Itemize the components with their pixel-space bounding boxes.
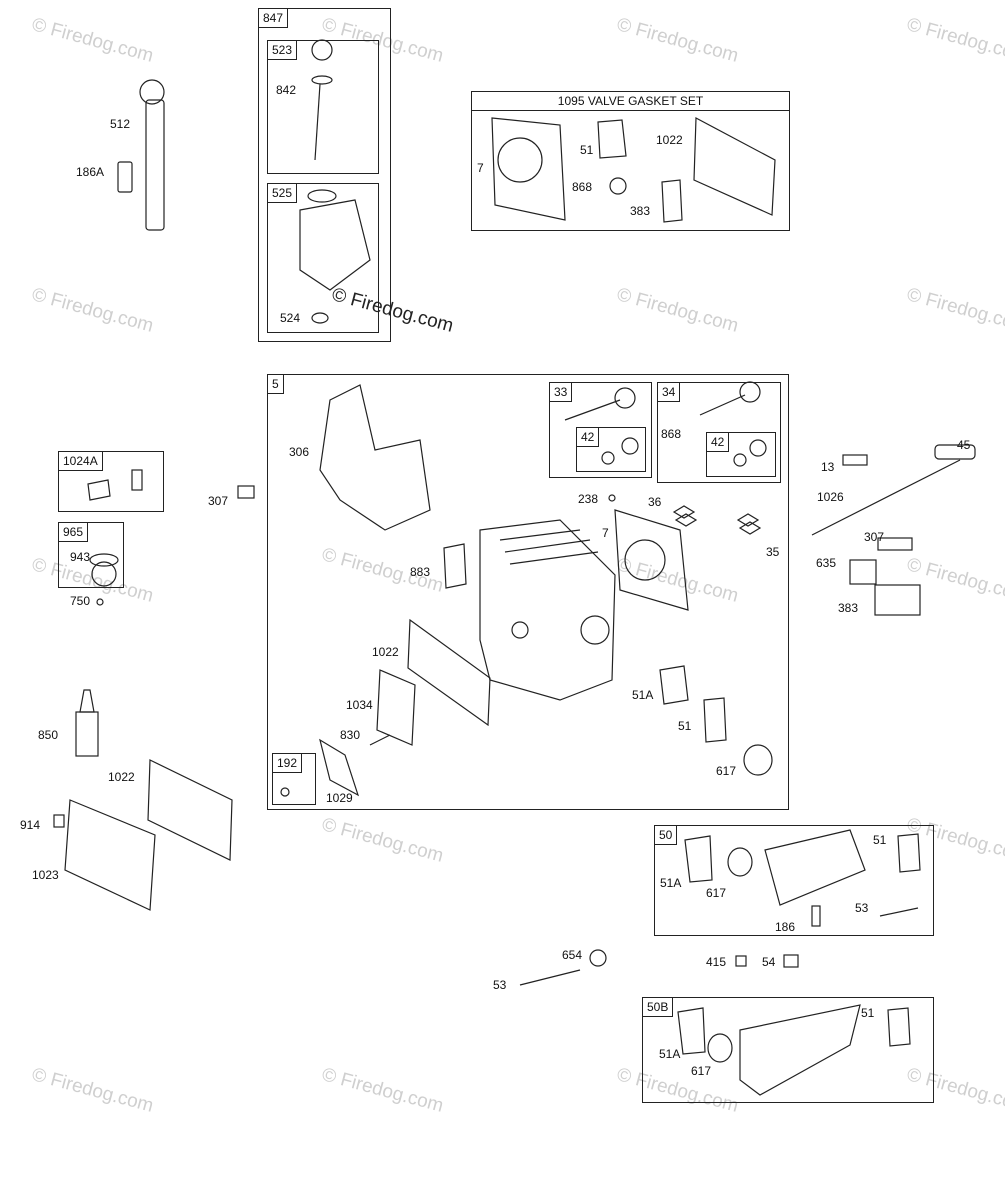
intake-manifold-50B-part — [739, 1004, 861, 1096]
part-label: 51A — [659, 1047, 681, 1061]
part-label: 1022 — [108, 770, 135, 784]
part-label: 53 — [493, 978, 507, 992]
valve-cover-part — [64, 799, 156, 911]
part-label: 617 — [716, 764, 737, 778]
part-label: 1022 — [656, 133, 683, 147]
box-42-b-tag: 42 — [707, 433, 730, 452]
part-label: 54 — [762, 955, 776, 969]
sealant-tube-part — [75, 711, 99, 757]
box-847-tag: 847 — [259, 9, 289, 28]
part-label: 883 — [410, 565, 431, 579]
part-label: 307 — [864, 530, 885, 544]
part-label: 306 — [289, 445, 310, 459]
box-33: 33 — [549, 382, 652, 478]
part-label: 53 — [855, 901, 869, 915]
part-label: 512 — [110, 117, 131, 131]
intake-manifold-part — [764, 829, 866, 906]
part-label: 415 — [706, 955, 727, 969]
part-label: 1029 — [326, 791, 353, 805]
part-label: 750 — [70, 594, 91, 608]
part-label: 1022 — [372, 645, 399, 659]
fitting-186A-part — [117, 161, 133, 193]
part-label: 13 — [821, 460, 835, 474]
part-label: 51A — [660, 876, 682, 890]
part-label: 7 — [477, 161, 484, 175]
part-label: 238 — [578, 492, 599, 506]
air-guide-part — [319, 384, 431, 531]
part-label: 850 — [38, 728, 59, 742]
box-42-a-tag: 42 — [577, 428, 600, 447]
part-label: 1023 — [32, 868, 59, 882]
push-rod-part — [811, 459, 961, 536]
box-847: 847 — [258, 8, 391, 342]
part-label: 654 — [562, 948, 583, 962]
part-label: 1034 — [346, 698, 373, 712]
part-label: 383 — [630, 204, 651, 218]
box-192-tag: 192 — [273, 754, 303, 773]
valve-gasket-set-title: 1095 VALVE GASKET SET — [472, 92, 789, 111]
dipstick-tube-cap-part — [139, 79, 165, 105]
part-label: 1026 — [817, 490, 844, 504]
box-525-tag: 525 — [268, 184, 298, 203]
part-label: 868 — [661, 427, 682, 441]
part-label: 36 — [648, 495, 662, 509]
box-965-tag: 965 — [59, 523, 89, 542]
part-label: 868 — [572, 180, 593, 194]
dipstick-tube-part — [145, 99, 165, 231]
part-label: 635 — [816, 556, 837, 570]
box-1024A: 1024A — [58, 451, 164, 512]
gasket-383-part — [661, 179, 683, 223]
box-50B: 50B — [642, 997, 934, 1103]
box-42-a: 42 — [576, 427, 646, 472]
part-label: 35 — [766, 545, 780, 559]
part-label: 943 — [70, 550, 91, 564]
seal-868-part — [609, 177, 627, 195]
box-50: 50 — [654, 825, 934, 936]
gasket-51-part — [597, 119, 627, 159]
dipstick-rod-part — [314, 83, 321, 161]
box-33-tag: 33 — [550, 383, 573, 402]
cylinder-head-part — [479, 519, 616, 701]
part-label: 51 — [873, 833, 887, 847]
part-label: 51 — [678, 719, 692, 733]
box-965: 965 — [58, 522, 124, 588]
box-5-tag: 5 — [268, 375, 284, 394]
box-1095-valve-gasket-set: 1095 VALVE GASKET SET — [471, 91, 790, 231]
box-50B-tag: 50B — [643, 998, 674, 1017]
part-label: 186A — [76, 165, 105, 179]
part-label: 524 — [280, 311, 301, 325]
part-label: 617 — [706, 886, 727, 900]
part-label: 307 — [208, 494, 229, 508]
part-label: 830 — [340, 728, 361, 742]
part-label: 617 — [691, 1064, 712, 1078]
o-ring-524-part — [311, 312, 329, 324]
part-label: 7 — [602, 526, 609, 540]
part-label: 51 — [861, 1006, 875, 1020]
part-label: 51A — [632, 688, 654, 702]
part-label: 383 — [838, 601, 859, 615]
part-label: 51 — [580, 143, 594, 157]
box-523: 523 — [267, 40, 379, 174]
head-gasket-part — [491, 117, 566, 221]
part-label: 914 — [20, 818, 41, 832]
box-42-b: 42 — [706, 432, 776, 477]
box-34: 34 — [657, 382, 781, 483]
box-5: 5 — [267, 374, 789, 810]
box-523-tag: 523 — [268, 41, 298, 60]
box-34-tag: 34 — [658, 383, 681, 402]
box-50-tag: 50 — [655, 826, 678, 845]
oil-fill-tube-part — [299, 199, 371, 291]
part-label: 842 — [276, 83, 297, 97]
part-label: 186 — [775, 920, 796, 934]
box-192: 192 — [272, 753, 316, 805]
gasket-1022-part — [693, 117, 776, 216]
part-label: 45 — [957, 438, 971, 452]
box-1024A-tag: 1024A — [59, 452, 103, 471]
box-525: 525 — [267, 183, 379, 333]
